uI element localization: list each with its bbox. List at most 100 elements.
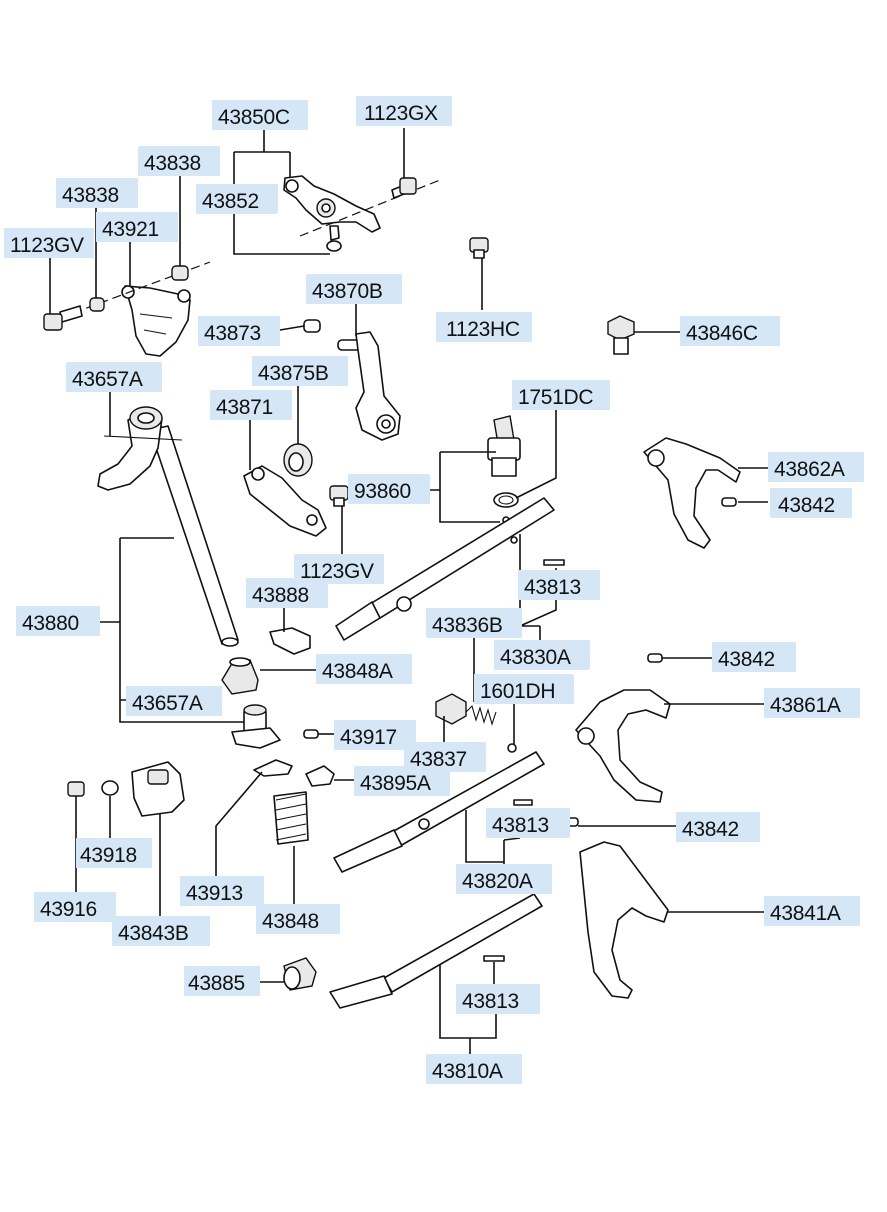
label-43895a: 43895A [354,766,450,796]
svg-text:43657A: 43657A [72,368,143,391]
svg-text:43871: 43871 [216,396,273,419]
bolt-1123hc [469,237,489,259]
svg-text:43873: 43873 [204,322,261,345]
svg-text:43838: 43838 [144,152,201,175]
nut-43838-upper [171,265,189,281]
label-1123gv-left: 1123GV [4,228,94,258]
svg-text:43836B: 43836B [432,614,503,637]
svg-text:43810A: 43810A [432,1060,503,1083]
label-43916: 43916 [34,892,116,922]
svg-text:43813: 43813 [492,814,549,837]
label-43842-upper: 43842 [770,488,852,518]
label-43820a: 43820A [456,864,552,894]
svg-text:43813: 43813 [524,576,581,599]
label-43870b: 43870B [306,274,402,304]
plate-43895a [305,765,335,787]
shift-fork-43862a [643,437,741,549]
label-43813-lower: 43813 [456,984,540,1014]
bolt-1123gv-middle [329,485,349,507]
shift-rod-43820a [333,751,545,873]
label-43921: 43921 [96,212,178,242]
interlock-43888 [269,627,311,655]
svg-text:1601DH: 1601DH [480,680,555,703]
label-43852: 43852 [196,184,278,214]
pin-43842-a [721,497,737,507]
label-43830a: 43830A [494,640,590,670]
label-43838-lower: 43838 [56,178,138,208]
svg-text:43838: 43838 [62,184,119,207]
lever-43870b [337,331,401,441]
svg-text:43852: 43852 [202,190,259,213]
pin-43842-b [647,653,663,663]
label-43918: 43918 [76,838,152,868]
bracket-43871 [243,465,327,537]
label-1601dh: 1601DH [474,674,574,704]
label-43842-lower: 43842 [676,812,760,842]
bolt-1123gv-left [43,305,83,331]
label-43813-middle: 43813 [486,808,570,838]
shift-fork-43861a [575,689,671,803]
label-43846c: 43846C [680,316,780,346]
nut-43838-lower [89,297,105,312]
svg-text:43848: 43848 [262,910,319,933]
plate-43913 [253,759,293,777]
bushing-43885 [283,957,317,991]
shift-fork-43841a [579,841,669,999]
svg-text:43917: 43917 [340,726,397,749]
svg-text:43862A: 43862A [774,458,845,481]
label-43842-middle: 43842 [712,642,796,672]
shift-rod-43830a [335,497,555,641]
label-43862a: 43862A [768,452,864,482]
switch-1751dc [487,415,521,524]
svg-text:43888: 43888 [252,584,309,607]
label-93860: 93860 [348,474,430,504]
pin-43917 [303,729,319,739]
boot-43848a [221,657,259,695]
label-43813-upper: 43813 [518,570,600,600]
label-43880: 43880 [16,606,100,636]
svg-text:43846C: 43846C [686,322,758,345]
label-43836b: 43836B [426,608,522,638]
shift-shaft-43880 [97,406,239,647]
label-1751dc: 1751DC [512,380,610,410]
bushing-43875b [283,443,313,477]
lever-bracket-43850c [283,175,381,252]
svg-text:43880: 43880 [22,612,79,635]
label-43843b: 43843B [112,916,210,946]
bolt-43916 [67,781,85,797]
svg-text:43842: 43842 [718,648,775,671]
washer-43918 [101,780,119,796]
spring-43837 [465,704,497,726]
svg-text:43875B: 43875B [258,362,329,385]
svg-text:43843B: 43843B [118,922,189,945]
svg-text:43842: 43842 [682,818,739,841]
svg-text:1123GV: 1123GV [300,560,374,583]
label-43861a: 43861A [764,688,860,718]
svg-text:43820A: 43820A [462,870,533,893]
svg-text:43657A: 43657A [132,692,203,715]
label-1123gx: 1123GX [356,96,452,126]
svg-text:43885: 43885 [188,972,245,995]
label-43838-upper: 43838 [138,146,220,176]
label-43848a: 43848A [316,654,412,684]
svg-text:43895A: 43895A [360,772,431,795]
svg-text:43870B: 43870B [312,280,383,303]
pin-43813-upper [543,559,565,566]
spring-43848 [273,791,309,845]
label-43913: 43913 [180,876,264,906]
svg-text:1123GX: 1123GX [364,102,438,125]
svg-text:1751DC: 1751DC [518,386,593,409]
plate-43921 [121,285,191,357]
svg-text:43913: 43913 [186,882,243,905]
svg-text:43837: 43837 [410,748,467,771]
pin-43873 [303,319,321,333]
svg-text:1123GV: 1123GV [10,234,84,257]
pin-43813-middle [513,799,533,806]
svg-text:43850C: 43850C [218,106,290,129]
leader-lines [49,128,768,1054]
shift-rod-43810a [329,893,543,1009]
label-43875b: 43875B [252,356,348,386]
plug-43836b [435,693,467,725]
lever-43657a-lower [231,704,281,749]
